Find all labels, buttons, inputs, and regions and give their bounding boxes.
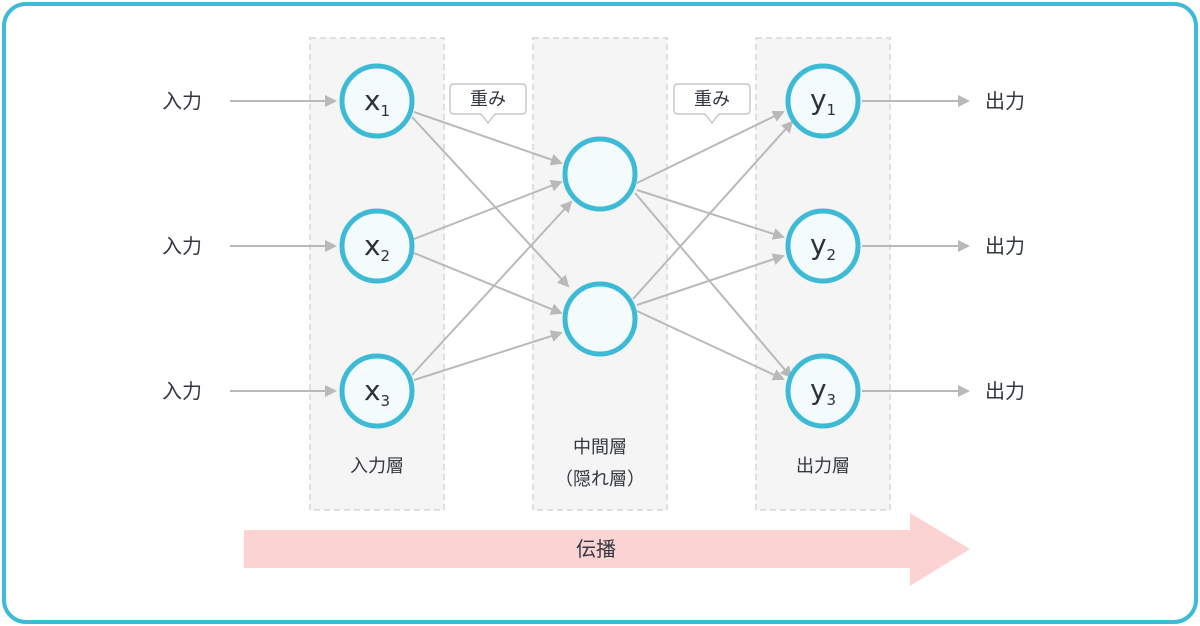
connection-arrow (411, 200, 573, 376)
svg-text:x2: x2 (364, 229, 390, 265)
connection-arrow (632, 120, 794, 300)
svg-text:y3: y3 (810, 373, 836, 409)
input-label: 入力 (162, 89, 202, 113)
connection-arrow (411, 116, 570, 288)
weight-callout-right: 重み (673, 83, 751, 125)
connection-arrow (634, 192, 793, 379)
connection-arrow (413, 330, 563, 381)
svg-text:y2: y2 (810, 228, 836, 264)
hidden-layer-label: 中間層 (573, 437, 627, 458)
connection-arrow (636, 253, 785, 306)
propagation-label: 伝播 (576, 537, 616, 561)
hidden-output-connections (632, 110, 794, 381)
weight-callout-left: 重み (449, 83, 527, 125)
output-layer-label: 出力層 (796, 456, 850, 477)
input-label: 入力 (162, 234, 202, 258)
input-arrows (230, 95, 337, 397)
weight-label: 重み (694, 89, 730, 110)
svg-text:y1: y1 (810, 83, 836, 119)
connection-arrow (636, 310, 785, 381)
input-layer-label: 入力層 (350, 456, 404, 477)
output-label: 出力 (985, 89, 1025, 113)
connection-arrow (636, 110, 785, 184)
output-node-y3: y3 (785, 353, 861, 429)
output-label: 出力 (985, 234, 1025, 258)
svg-text:x1: x1 (364, 84, 390, 120)
connection-arrow (413, 111, 563, 166)
hidden-layer-sublabel: （隠れ層） (555, 469, 645, 490)
output-node-y1: y1 (785, 63, 861, 139)
input-label: 入力 (162, 379, 202, 403)
weight-label: 重み (470, 89, 506, 110)
connection-arrow (413, 252, 563, 315)
propagation-arrow (244, 513, 970, 586)
svg-text:x3: x3 (364, 374, 390, 410)
output-arrows (862, 95, 970, 397)
input-node-x3: x3 (339, 353, 415, 429)
input-node-x2: x2 (339, 208, 415, 284)
hidden-node (562, 136, 638, 212)
input-node-x1: x1 (339, 63, 415, 139)
hidden-node (562, 281, 638, 357)
output-node-y2: y2 (785, 208, 861, 284)
input-hidden-connections (411, 111, 573, 381)
hidden-layer-column (532, 37, 668, 511)
connection-arrow (413, 180, 563, 240)
output-label: 出力 (985, 379, 1025, 403)
